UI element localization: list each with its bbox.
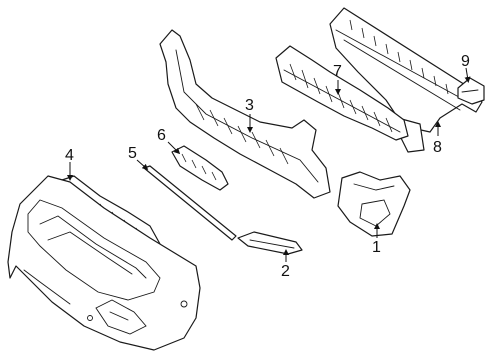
bumper-cover: [7, 175, 201, 351]
callout-2: 2: [281, 263, 290, 280]
callout-9: 9: [461, 53, 470, 70]
leader-6: [167, 141, 181, 155]
callout-4: 4: [65, 147, 74, 164]
energy-absorber-part-7: [275, 45, 409, 141]
fog-lamp-bracket-part-1: [337, 171, 411, 237]
mounting-bracket-part-3: [159, 29, 331, 199]
callout-5: 5: [128, 145, 137, 162]
callout-3: 3: [245, 97, 254, 114]
clip-part-2: [237, 231, 303, 255]
leader-9: [464, 67, 471, 83]
leader-lines: [67, 67, 471, 262]
grille-molding-part-6: [171, 145, 229, 191]
callout-6: 6: [157, 127, 166, 144]
leader-5: [136, 159, 149, 170]
callout-8: 8: [433, 139, 442, 156]
callout-1: 1: [372, 239, 381, 256]
callout-labels: 1 2 3 4 5 6 7 8 9: [65, 53, 470, 280]
bracket-part-9: [457, 77, 485, 105]
callout-7: 7: [333, 63, 342, 80]
